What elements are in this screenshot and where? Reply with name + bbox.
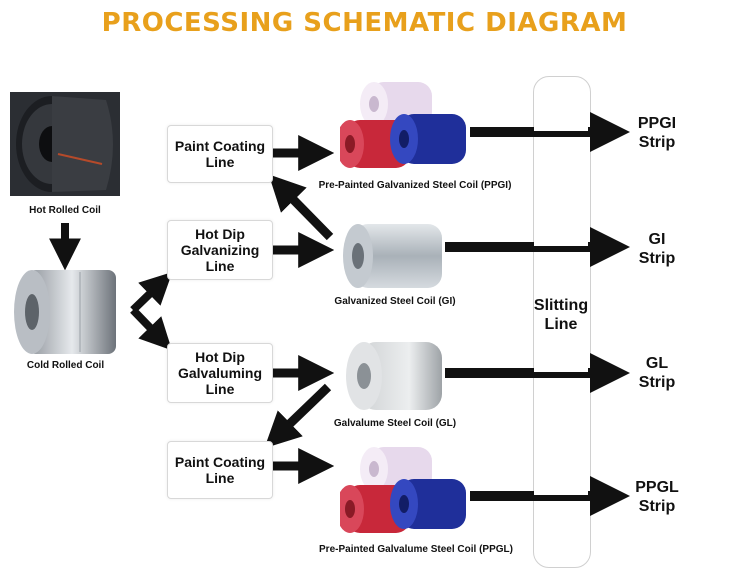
arrow-cold-to-galvanizing	[130, 271, 173, 313]
slitting-label-line: Slitting	[533, 297, 589, 314]
box-line: Line	[205, 381, 235, 397]
box-line: Line	[205, 258, 235, 274]
output-line: GL	[645, 355, 669, 372]
output-line: Strip	[638, 374, 676, 391]
cold-rolled-coil-image	[14, 270, 116, 354]
cold-rolled-caption: Cold Rolled Coil	[26, 360, 105, 371]
output-line: Strip	[638, 134, 676, 151]
gl-caption: Galvalume Steel Coil (GL)	[333, 418, 457, 429]
page-title: PROCESSING SCHEMATIC DIAGRAM	[101, 8, 628, 38]
output-line: Strip	[638, 250, 676, 267]
gi-coil-image	[343, 224, 442, 288]
ppgl-coil-image	[340, 447, 466, 533]
output-line: Strip	[638, 498, 676, 515]
box-line: Paint Coating	[174, 454, 266, 470]
gl-coil-image	[346, 342, 442, 410]
hot-rolled-caption: Hot Rolled Coil	[29, 205, 101, 216]
box-line: Galvanizing	[180, 242, 260, 258]
box-line: Galvaluming	[177, 365, 263, 381]
arrow-gi-to-paint-top	[268, 174, 334, 241]
slitting-label-line: Line	[544, 316, 578, 333]
slitting-line-column	[533, 76, 591, 568]
box-line: Paint Coating	[174, 138, 266, 154]
ppgi-strip-label: PPGI Strip	[622, 114, 692, 152]
slitting-line-label: Slitting Line	[520, 296, 602, 334]
gi-strip-label: GI Strip	[622, 230, 692, 268]
box-line: Line	[205, 154, 235, 170]
gi-caption: Galvanized Steel Coil (GI)	[334, 296, 456, 307]
hot-rolled-coil-image	[10, 92, 120, 196]
ppgl-caption: Pre-Painted Galvalume Steel Coil (PPGL)	[319, 544, 513, 555]
arrow-gl-to-paint-bottom	[264, 383, 332, 449]
output-line: PPGL	[635, 479, 679, 496]
box-line: Hot Dip	[195, 226, 245, 242]
gl-strip-label: GL Strip	[622, 354, 692, 392]
ppgi-caption: Pre-Painted Galvanized Steel Coil (PPGI)	[318, 180, 512, 191]
output-line: GI	[648, 231, 666, 248]
arrow-cold-to-galvaluming	[130, 307, 173, 351]
box-line: Hot Dip	[195, 349, 245, 365]
box-line: Line	[205, 470, 235, 486]
output-line: PPGI	[637, 115, 677, 132]
ppgl-strip-label: PPGL Strip	[622, 478, 692, 516]
ppgi-coil-image	[340, 82, 466, 168]
